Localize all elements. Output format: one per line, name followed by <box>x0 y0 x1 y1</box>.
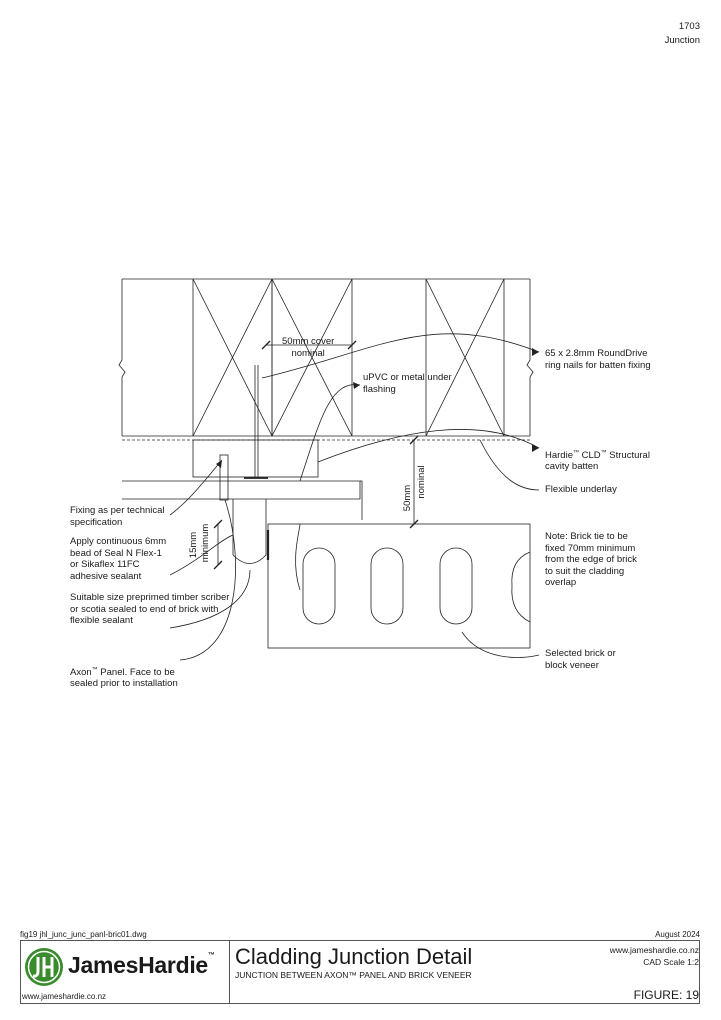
leader-fixing <box>169 459 223 516</box>
leader-bead <box>169 534 234 576</box>
stud-middle <box>271 278 353 437</box>
label-brick-tie: Note: Brick tie to be fixed 70mm minimum… <box>545 531 637 588</box>
leader-brick-tie <box>295 523 301 591</box>
header-block: 1703 Junction <box>665 20 700 48</box>
dim-50mm-text-a: 50mm <box>402 485 413 511</box>
cavity-batten <box>192 439 319 478</box>
framing-left-break <box>118 279 126 436</box>
figure-number: FIGURE: 19 <box>633 988 699 1002</box>
logo-wordmark: JamesHardie™ <box>68 952 215 978</box>
leader-brick <box>461 631 540 658</box>
stud-right <box>425 278 505 437</box>
brick-core-2 <box>370 547 404 625</box>
drawing-subtitle: JUNCTION BETWEEN AXON™ PANEL AND BRICK V… <box>235 970 472 980</box>
jameshardie-logo-icon <box>25 948 63 986</box>
brick-core-1 <box>302 547 336 625</box>
label-fixing: Fixing as per technical specification <box>70 505 165 528</box>
website-left: www.jameshardie.co.nz <box>22 992 107 1001</box>
label-underlay: Flexible underlay <box>545 484 617 495</box>
leader-scriber <box>169 569 251 629</box>
label-cover: 50mm cover nominal <box>282 336 335 359</box>
stud-left <box>192 278 273 437</box>
flashing-profile <box>220 480 361 500</box>
dim-50mm-text-b: nominal <box>416 465 427 498</box>
batten-nail <box>244 365 268 479</box>
title-block <box>20 940 700 1004</box>
flashing-drip <box>360 480 363 520</box>
label-nails: 65 x 2.8mm RoundDrive ring nails for bat… <box>545 348 651 371</box>
label-flashing: uPVC or metal under flashing <box>363 372 452 395</box>
label-brick: Selected brick or block veneer <box>545 648 616 671</box>
leader-arrowheads <box>216 348 539 468</box>
drawing-number: 1703 <box>678 21 700 32</box>
dim-15mm-text-a: 15mm <box>188 532 199 558</box>
issue-date: August 2024 <box>655 930 700 939</box>
leader-nails <box>261 333 540 379</box>
leader-flashing <box>299 384 361 482</box>
leader-axon <box>179 499 236 661</box>
label-scriber: Suitable size preprimed timber scriber o… <box>70 592 230 626</box>
framing-right-break <box>526 279 534 436</box>
timber-scriber <box>232 499 267 564</box>
brick-veneer <box>267 523 531 649</box>
title-meta: www.jameshardie.co.nz CAD Scale 1:2 <box>610 944 699 968</box>
drawing-section: Junction <box>664 35 700 46</box>
label-bead: Apply continuous 6mm bead of Seal N Flex… <box>70 536 167 582</box>
dim-15mm-text-b: minimum <box>200 524 211 563</box>
cad-scale: CAD Scale 1:2 <box>643 957 699 967</box>
axon-panel-edge <box>219 454 229 501</box>
brick-core-3 <box>439 547 473 625</box>
title-block-divider <box>229 940 230 1004</box>
drawing-title: Cladding Junction Detail <box>235 944 473 969</box>
filename: fig19 jhl_junc_junc_panl-bric01.dwg <box>20 930 147 939</box>
leader-batten <box>317 429 540 463</box>
brick-core-4 <box>511 551 531 623</box>
website-right: www.jameshardie.co.nz <box>609 945 699 955</box>
leader-underlay <box>479 439 540 491</box>
